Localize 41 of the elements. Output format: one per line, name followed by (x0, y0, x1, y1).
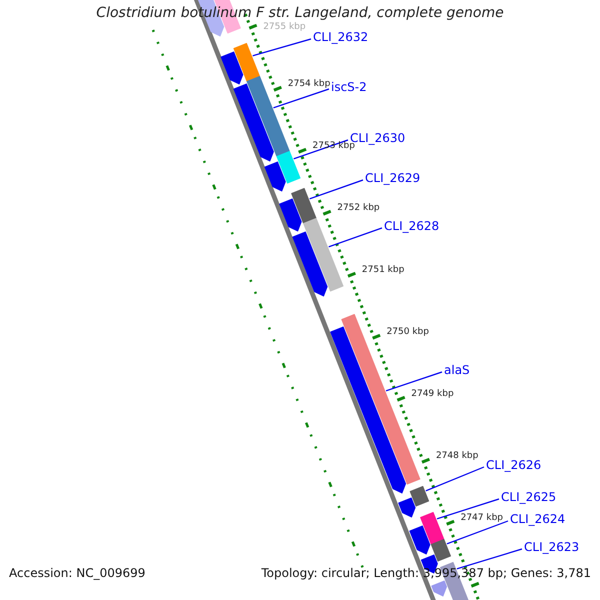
gene-segment (264, 161, 286, 192)
tick-label: 2749 kbp (411, 390, 454, 399)
tick-label: 2752 kbp (337, 204, 380, 213)
tick-label: 2754 kbp (288, 80, 330, 89)
gene-segment (246, 76, 290, 157)
accession-text: Accession: NC_009699 (9, 567, 146, 579)
leader-line (328, 227, 382, 248)
gene-label: iscS-2 (331, 81, 367, 93)
gene-segment (233, 42, 260, 82)
leader-line (386, 371, 442, 392)
tick-label: 2747 kbp (460, 514, 504, 523)
leader-line (273, 88, 330, 108)
gene-label: alaS (444, 364, 470, 376)
gene-segment (276, 150, 301, 184)
gene-segment (233, 83, 274, 162)
gene-label: CLI_2624 (510, 513, 566, 525)
tick-label: 2751 kbp (362, 266, 404, 275)
gene-segment (410, 486, 430, 507)
gene-segment (420, 512, 444, 545)
gene-label: CLI_2629 (365, 172, 420, 184)
gene-label: CLI_2625 (501, 491, 556, 503)
leader-line (436, 498, 500, 520)
gene-label: CLI_2626 (486, 459, 542, 471)
gene-segment (291, 188, 317, 224)
leader-line (446, 520, 508, 544)
gene-label: CLI_2632 (313, 31, 368, 43)
gene-segment (430, 538, 452, 562)
gene-segment (292, 231, 328, 297)
gene-label: CLI_2628 (384, 220, 440, 232)
gene-segment (431, 580, 448, 597)
gene-segment (303, 218, 344, 292)
gene-segment (398, 497, 416, 518)
tick-label: 2755 kbp (263, 22, 306, 32)
leader-line (309, 179, 364, 200)
gene-segment (409, 525, 430, 555)
gene-label: CLI_2623 (524, 541, 580, 553)
tick-label: 2750 kbp (386, 328, 429, 337)
gene-segment (279, 198, 302, 232)
gene-segment (220, 51, 244, 85)
leader-line (456, 548, 522, 570)
tick-label: 2748 kbp (436, 452, 478, 461)
